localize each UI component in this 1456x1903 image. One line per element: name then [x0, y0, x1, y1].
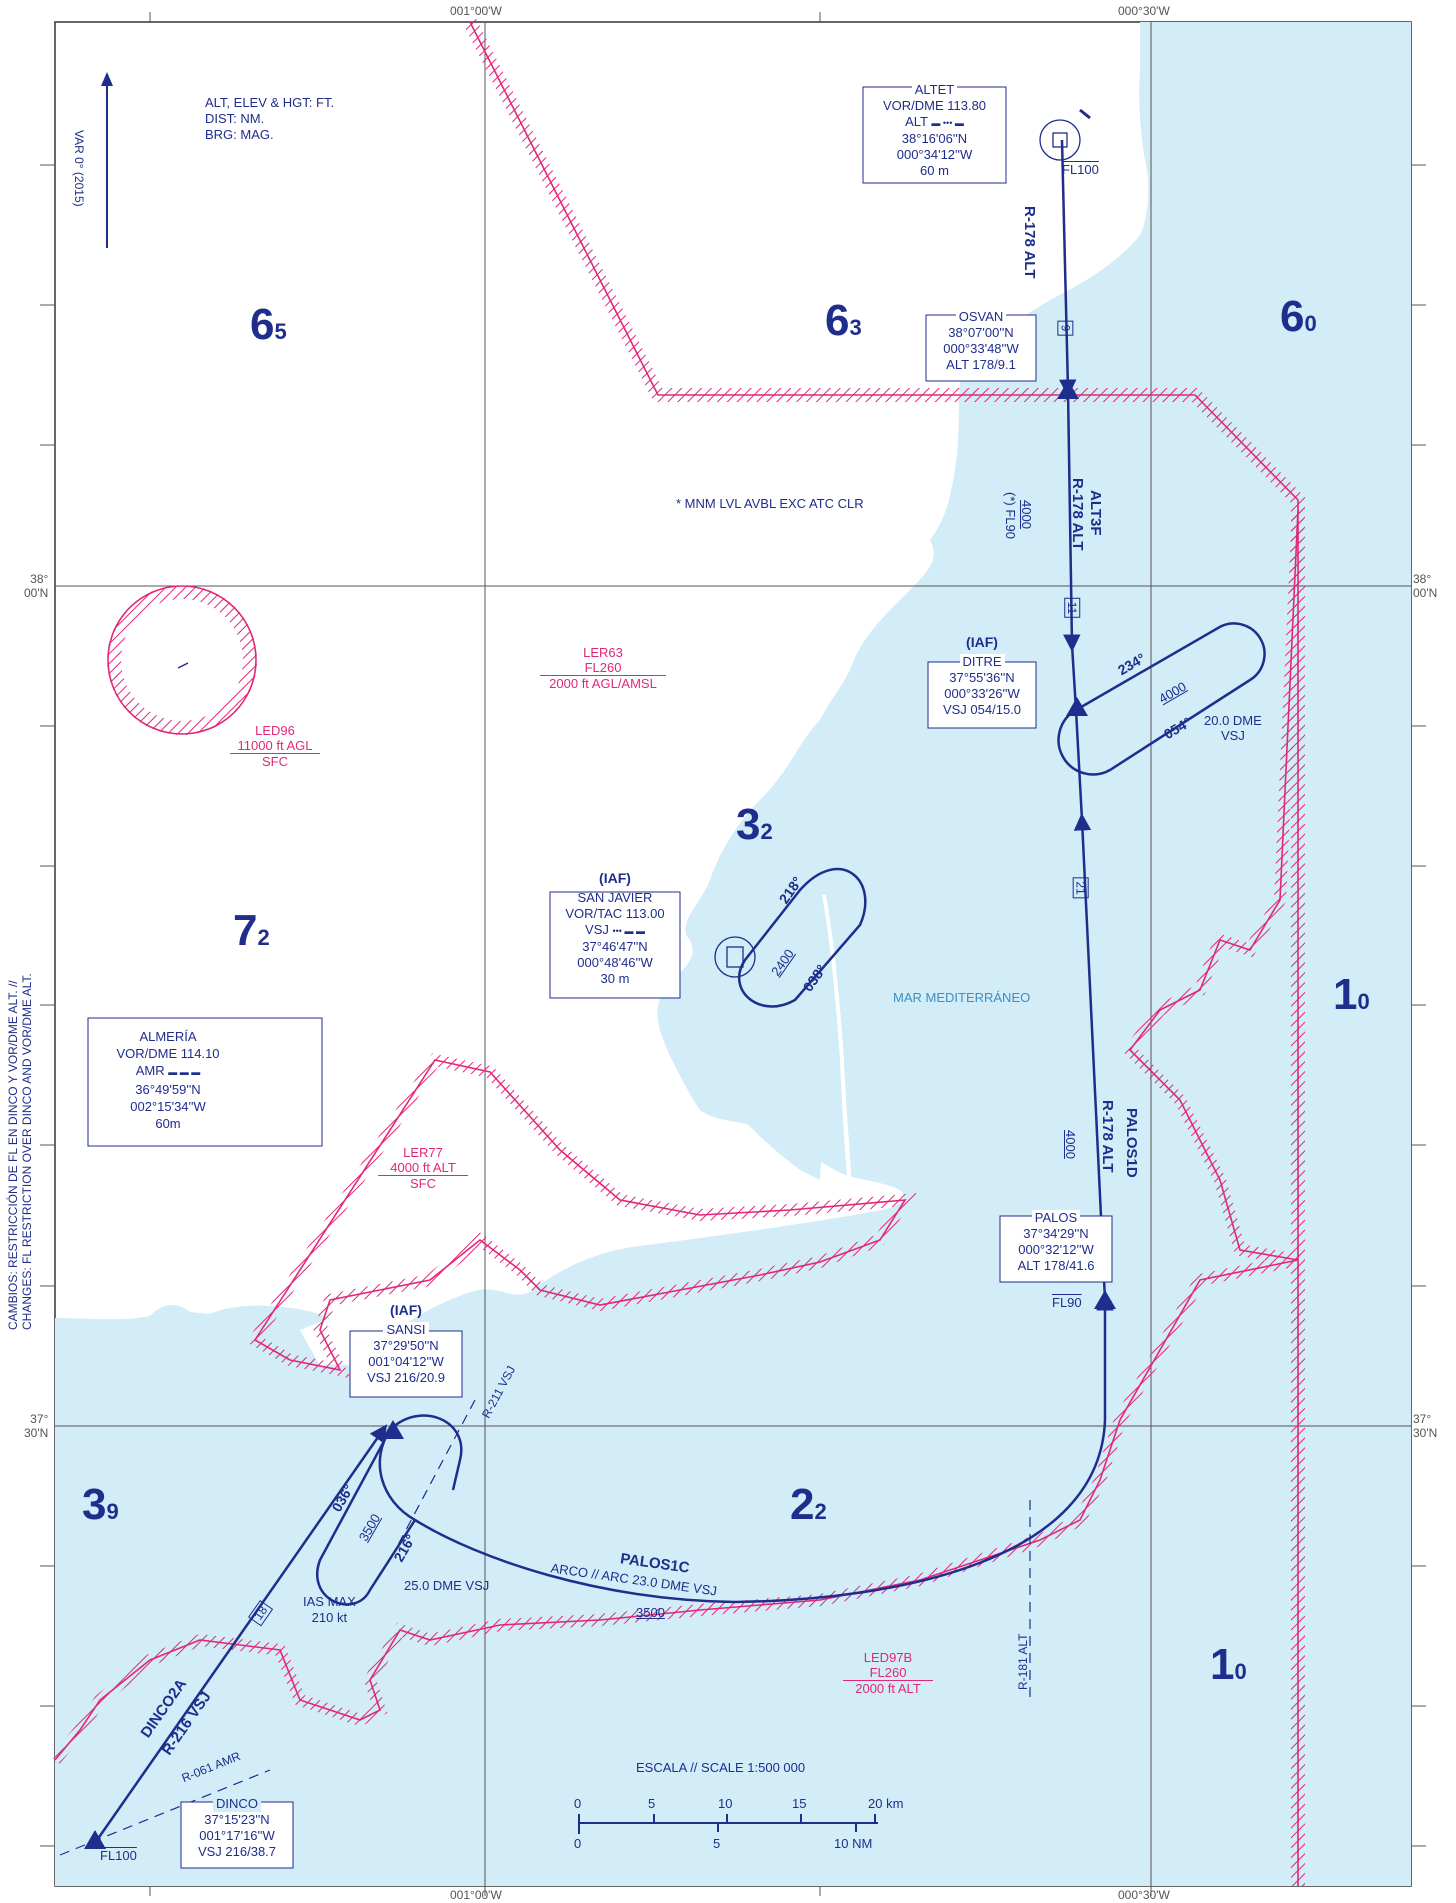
- north-arrow-head: [101, 72, 113, 86]
- scale-nm-5: 5: [713, 1836, 721, 1851]
- fl90-label: FL90: [1052, 1295, 1082, 1310]
- grid-label-left-37: 37°30'N: [24, 1412, 49, 1440]
- msa-value: 65: [250, 300, 287, 349]
- grid-lines: [55, 22, 1411, 1886]
- msa-boundaries: [50, 18, 1305, 1886]
- mnm-note: * MNM LVL AVBL EXC ATC CLR: [676, 496, 864, 511]
- palos1d-label: PALOS1D: [1123, 1108, 1140, 1178]
- units-note: ALT, ELEV & HGT: FT.DIST: NM.BRG: MAG.: [205, 95, 335, 142]
- fl100-top: FL100: [1062, 162, 1099, 177]
- fl100-bottom: FL100: [100, 1848, 137, 1863]
- msa-value: 22: [790, 1480, 827, 1529]
- msa-value: 32: [736, 800, 773, 849]
- grid-ticks: [40, 12, 1426, 1896]
- alt3f-altitude: 4000: [1019, 500, 1034, 529]
- scale-km-0: 0: [574, 1796, 582, 1811]
- r178-top: R-178 ALT: [1021, 206, 1038, 279]
- scale-bar: [578, 1810, 878, 1840]
- sansi-hold-limit: 25.0 DME VSJ: [404, 1578, 490, 1593]
- grid-label-right-38: 38°00'N: [1413, 572, 1438, 600]
- ler77-boundary: [246, 1053, 917, 1379]
- r181-label: R-181 ALT: [1016, 1633, 1030, 1690]
- arc-altitude: 3500: [636, 1605, 665, 1620]
- led96-circle: [107, 585, 257, 735]
- msa-value: 39: [82, 1480, 119, 1529]
- msa-value: 10: [1333, 970, 1370, 1019]
- scale-nm-0: 0: [574, 1836, 582, 1851]
- grid-label-bottom-left: 001°00'W: [450, 1888, 502, 1902]
- changes-note: CAMBIOS: RESTRICCIÓN DE FL EN DINCO Y VO…: [6, 973, 34, 1330]
- palos1d-altitude: 4000: [1063, 1130, 1078, 1159]
- r178-mid: R-178 ALT: [1069, 478, 1086, 551]
- route-lines: [93, 139, 1266, 1844]
- altet-info: ALTET VOR/DME 113.80 ALT ▬ ••• ▬ 38°16'0…: [882, 82, 987, 178]
- dme-11: 11: [1064, 597, 1081, 619]
- la-manga-strip: [822, 895, 852, 1190]
- almeria-info: ALMERÍA VOR/DME 114.10 AMR ▬ ▬ ▬ 36°49'5…: [116, 1029, 220, 1131]
- grid-label-right-37: 37°30'N: [1413, 1412, 1438, 1440]
- san-javier-info: (IAF) SAN JAVIER VOR/TAC 113.00 VSJ ••• …: [565, 870, 665, 986]
- r178-low: R-178 ALT: [1099, 1100, 1116, 1173]
- scale-label: ESCALA // SCALE 1:500 000: [636, 1760, 806, 1775]
- scale-km-10: 10: [718, 1796, 733, 1811]
- dme-21: 21: [1072, 877, 1089, 899]
- grid-label-bottom-right: 000°30'W: [1118, 1888, 1170, 1902]
- dme-9: 9: [1057, 320, 1074, 336]
- scale-km-5: 5: [648, 1796, 656, 1811]
- north-arrow: [106, 78, 108, 248]
- grid-label-top-left: 001°00'W: [450, 4, 502, 18]
- scale-nm-10: 10 NM: [834, 1836, 873, 1851]
- msa-value: 63: [825, 296, 862, 345]
- sea-name: MAR MEDITERRÁNEO: [893, 990, 1031, 1005]
- scale-km-15: 15: [792, 1796, 807, 1811]
- variation-note: VAR 0° (2015): [72, 130, 86, 207]
- fix-markers: [84, 380, 1116, 1849]
- alt3f-label: ALT3F: [1087, 490, 1104, 536]
- msa-value: 72: [233, 906, 270, 955]
- msa-value: 10: [1210, 1640, 1247, 1689]
- grid-label-top-right: 000°30'W: [1118, 4, 1170, 18]
- alt3f-fl: (*) FL90: [1003, 492, 1018, 539]
- info-boxes: [87, 86, 1113, 1869]
- msa-value: 60: [1280, 292, 1317, 341]
- grid-label-left-38: 38°00'N: [24, 572, 49, 600]
- scale-km-20: 20 km: [868, 1796, 904, 1811]
